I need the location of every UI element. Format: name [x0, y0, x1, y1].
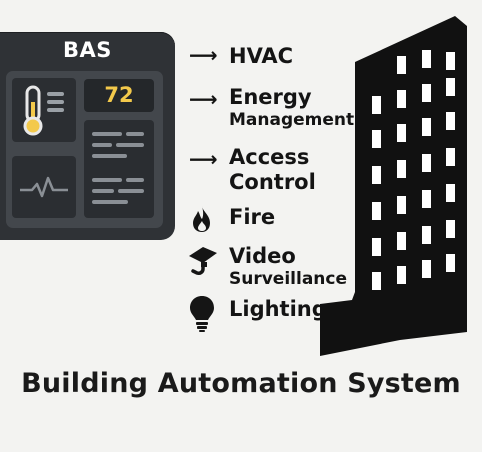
- status-line: [92, 154, 127, 158]
- temperature-value: 72: [104, 83, 134, 107]
- thermometer-icon: [23, 85, 64, 136]
- building-window: [446, 52, 455, 70]
- status-line: [92, 178, 122, 182]
- arrow-icon: ⟶: [189, 43, 218, 67]
- status-line: [92, 143, 112, 147]
- building-window: [397, 124, 406, 142]
- building-window: [397, 160, 406, 178]
- building-window: [372, 238, 381, 256]
- status-line: [92, 189, 114, 193]
- footer-title: Building Automation System: [21, 368, 461, 399]
- status-line: [92, 132, 122, 136]
- graph-tile: [12, 156, 76, 218]
- building-silhouette: [320, 16, 467, 356]
- building-window: [372, 130, 381, 148]
- status-line: [116, 143, 144, 147]
- building-window: [422, 118, 431, 136]
- building-window: [372, 272, 381, 290]
- pulse-graph-icon: [20, 176, 68, 198]
- feature-label-line2: Control: [229, 170, 316, 194]
- arrow-icon: ⟶: [189, 147, 218, 171]
- feature-label: HVAC: [229, 44, 294, 68]
- building-window: [446, 78, 455, 96]
- feature-label: Fire: [229, 205, 276, 229]
- building-window: [397, 56, 406, 74]
- building-window: [446, 254, 455, 272]
- building-window: [397, 90, 406, 108]
- building-window: [422, 190, 431, 208]
- status-line: [118, 189, 144, 193]
- building-windows: [372, 50, 455, 290]
- building-window: [422, 84, 431, 102]
- building-window: [446, 184, 455, 202]
- building-window: [397, 232, 406, 250]
- building-window: [397, 196, 406, 214]
- building-window: [372, 202, 381, 220]
- building-window: [397, 266, 406, 284]
- panel-title: BAS: [63, 38, 112, 62]
- feature-label: Lighting: [229, 297, 327, 321]
- flame-icon: [193, 206, 210, 232]
- bas-panel: BAS 72: [0, 32, 175, 240]
- building-window: [422, 154, 431, 172]
- feature-label-line2: Management: [229, 110, 355, 130]
- building-window: [422, 226, 431, 244]
- feature-label: Access: [229, 145, 310, 169]
- building-window: [446, 220, 455, 238]
- building-window: [372, 96, 381, 114]
- building-window: [422, 260, 431, 278]
- status-line: [92, 200, 128, 204]
- building-window: [422, 50, 431, 68]
- arrow-icon: ⟶: [189, 87, 218, 111]
- panel-screen: 72: [6, 71, 163, 228]
- status-list-tile: [84, 120, 154, 218]
- feature-label-line2: Surveillance: [229, 269, 348, 289]
- building-window: [446, 112, 455, 130]
- status-line: [126, 178, 144, 182]
- building-window: [372, 166, 381, 184]
- feature-label: Video: [229, 244, 296, 268]
- lightbulb-icon: [190, 296, 214, 332]
- camera-icon: [189, 247, 217, 275]
- building-window: [446, 148, 455, 166]
- temperature-display: 72: [84, 79, 154, 112]
- thermometer-tile: [12, 78, 76, 142]
- status-line: [126, 132, 144, 136]
- feature-label: Energy: [229, 85, 312, 109]
